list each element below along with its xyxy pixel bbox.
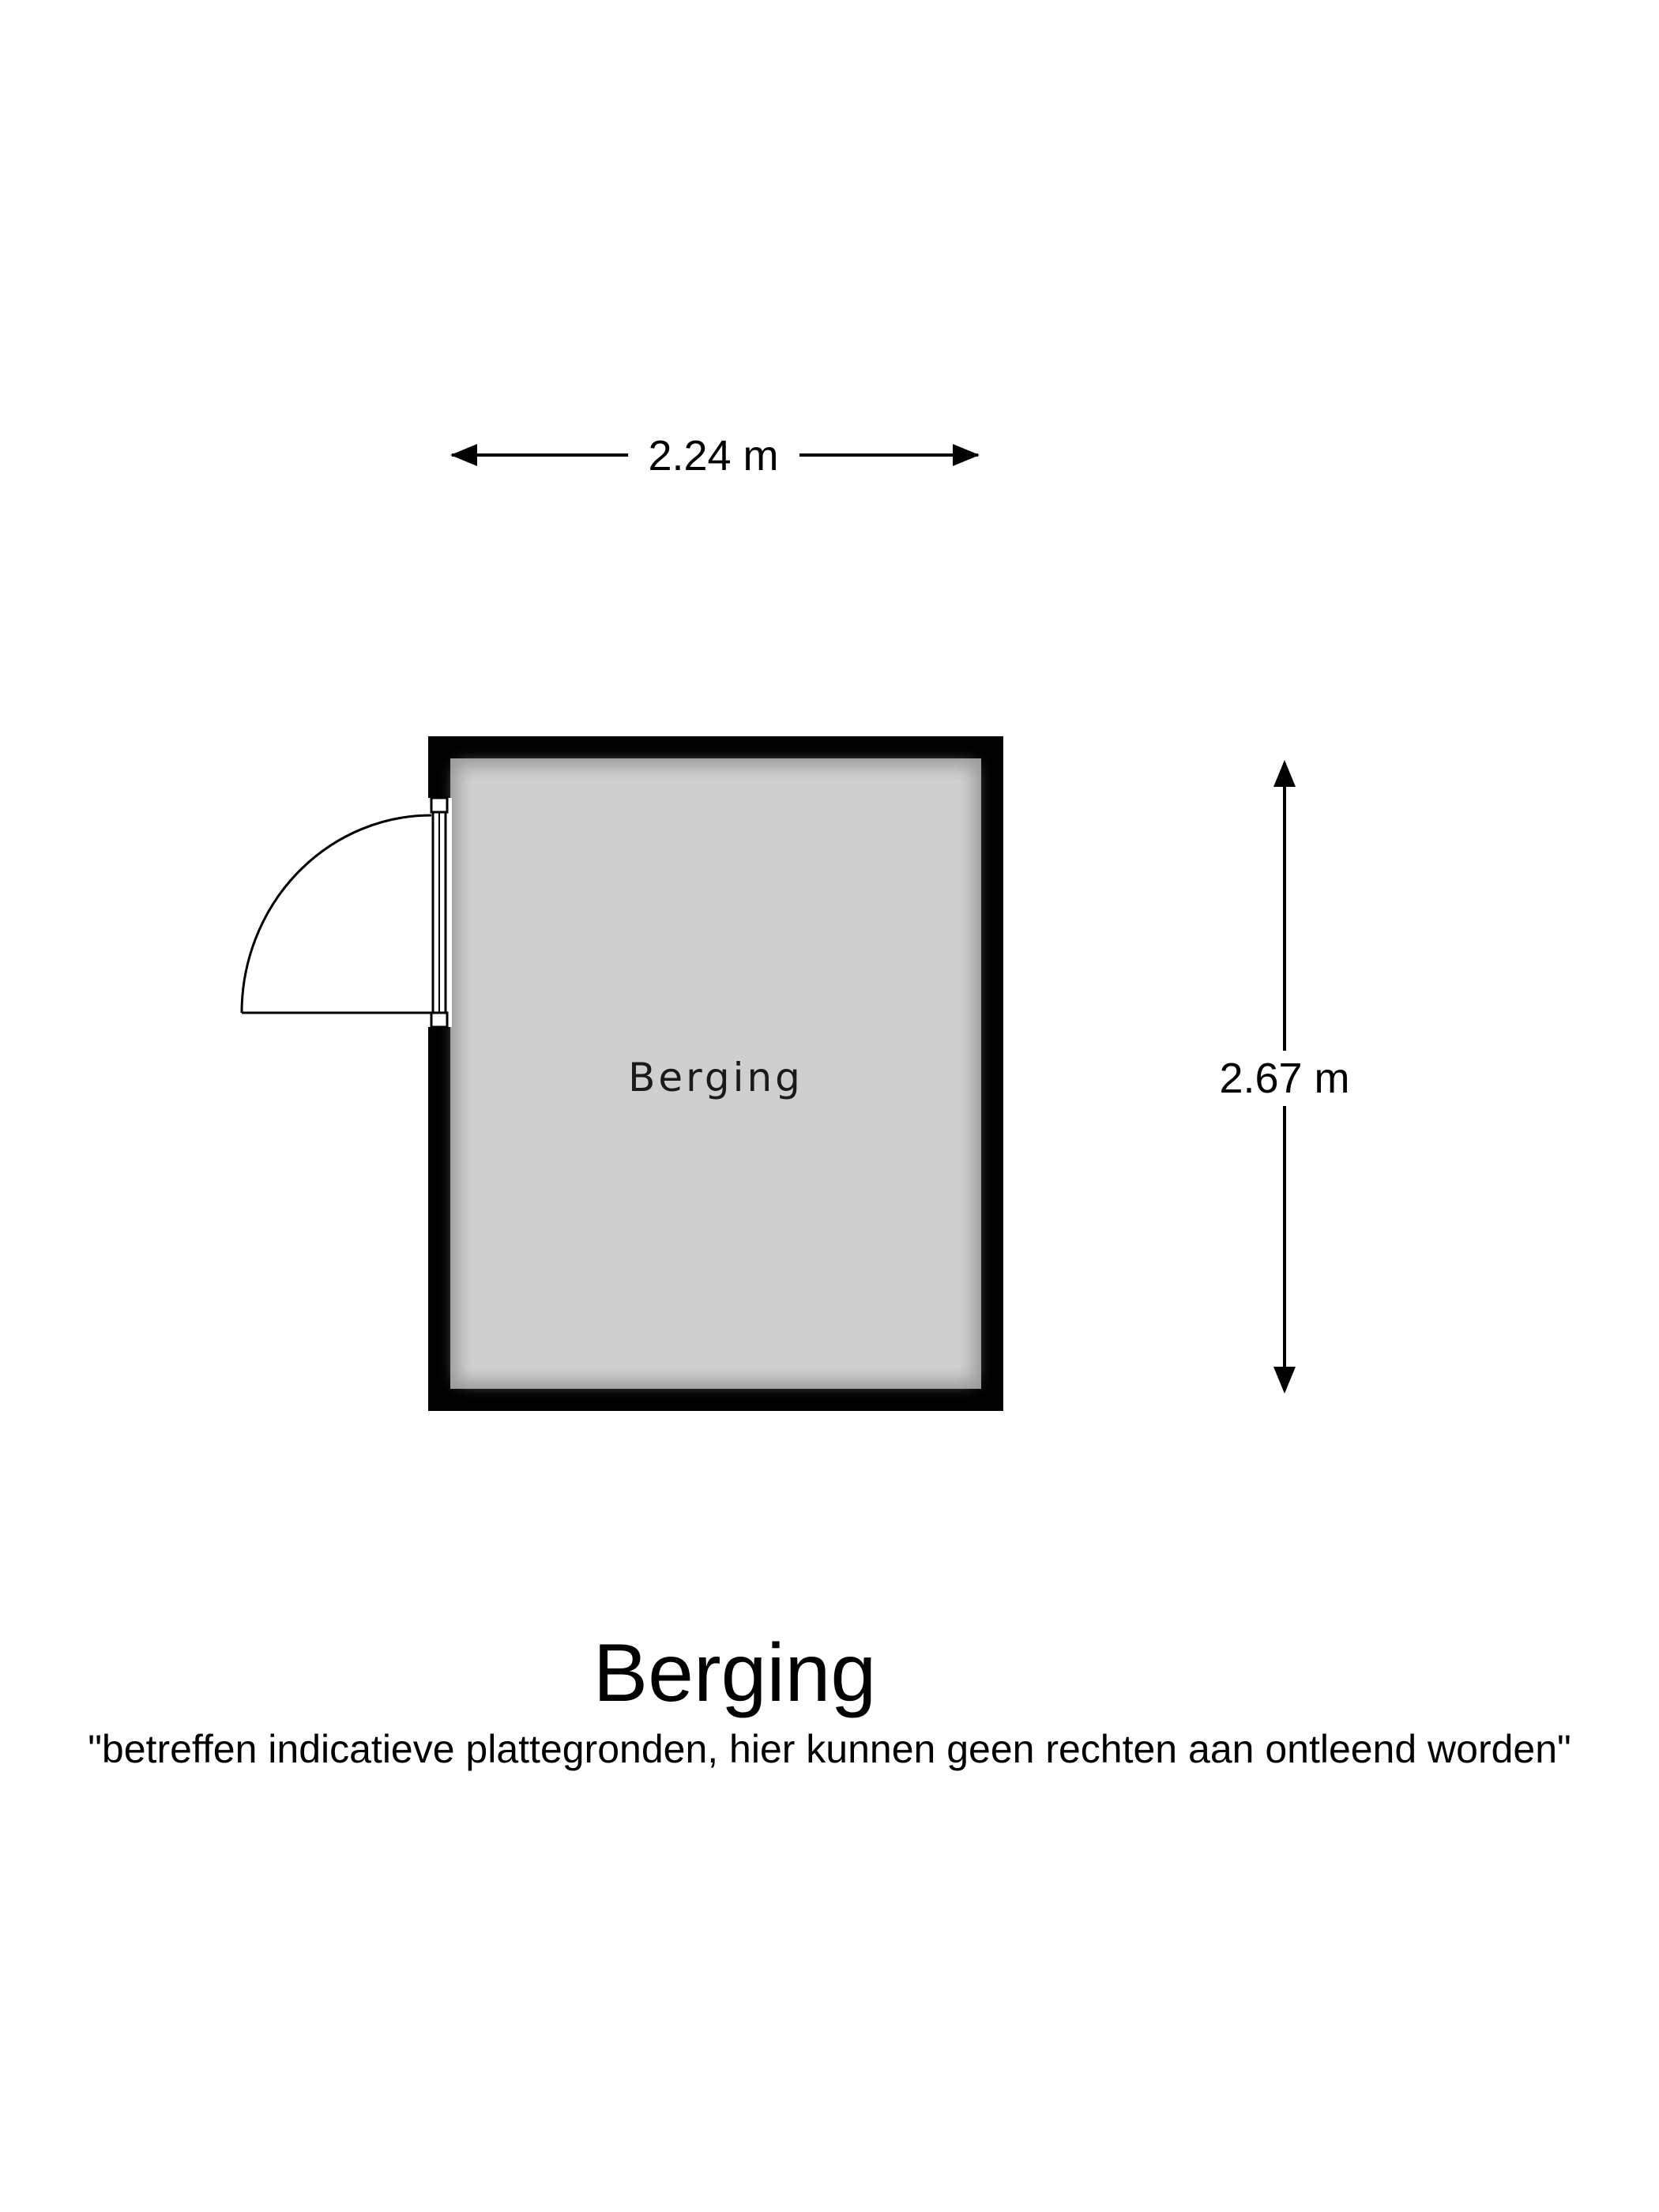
width-dimension-label: 2.24 m	[648, 432, 778, 480]
room-floor-center	[471, 779, 961, 1368]
arrow-right-icon	[953, 444, 980, 466]
door-jamb-top	[430, 796, 449, 814]
door-jamb-bottom	[430, 1011, 449, 1029]
arrow-up-icon	[1273, 760, 1296, 787]
arrow-left-icon	[450, 444, 477, 466]
door-swing-arc	[240, 814, 432, 1014]
height-dimension-label: 2.67 m	[1219, 1055, 1349, 1102]
arrow-down-icon	[1273, 1367, 1296, 1394]
height-dimension: 2.67 m	[1219, 760, 1350, 1394]
disclaimer-text: "betreffen indicatieve plattegronden, hi…	[88, 1727, 1571, 1771]
width-dimension: 2.24 m	[450, 432, 980, 480]
plan-title: Berging	[592, 1627, 877, 1719]
room-label: Berging	[628, 1055, 803, 1100]
door	[240, 796, 452, 1029]
room-berging: Berging	[428, 736, 1003, 1411]
